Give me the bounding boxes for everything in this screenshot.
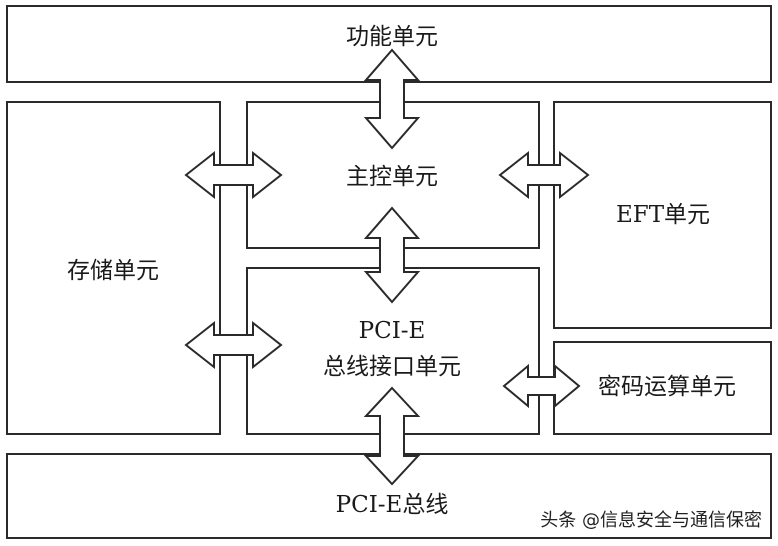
main-eft-double-arrow (498, 150, 590, 200)
pcie-bus-double-arrow (363, 386, 421, 486)
watermark: 头条 @信息安全与通信保密 (540, 506, 762, 532)
function-main-double-arrow (363, 48, 421, 150)
crypto-unit-label: 密码运算单元 (598, 374, 736, 400)
pcie-interface-unit-label-line1: PCI-E (359, 318, 426, 344)
pcie-interface-unit-label-line2: 总线接口单元 (323, 354, 461, 380)
storage-unit-box (6, 101, 221, 435)
storage-unit-label: 存储单元 (67, 258, 159, 284)
storage-main-double-arrow (184, 150, 283, 200)
pcie-bus-label: PCI-E总线 (336, 492, 449, 518)
eft-unit-box (553, 101, 772, 329)
eft-unit-label: EFT单元 (616, 202, 710, 228)
main-control-unit-label: 主控单元 (346, 164, 438, 190)
pcie-crypto-double-arrow (502, 363, 581, 409)
storage-pcie-double-arrow (184, 320, 283, 370)
function-unit-label: 功能单元 (346, 24, 438, 50)
main-pcie-double-arrow (363, 206, 421, 304)
